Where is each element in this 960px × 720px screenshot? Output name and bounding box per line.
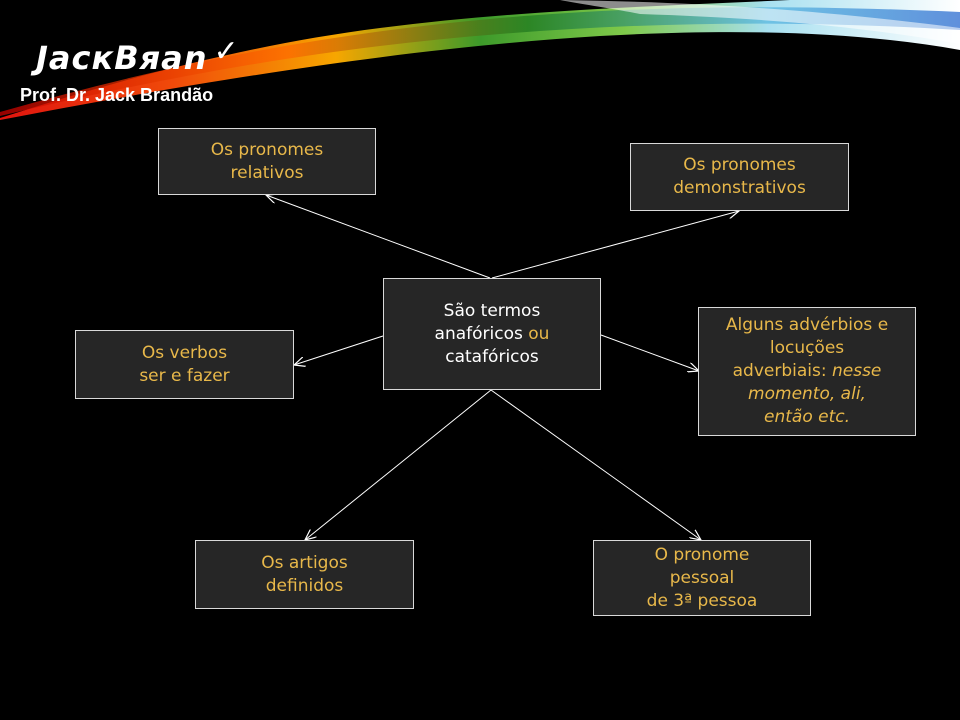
center-node-line2-conj: ou [522, 323, 550, 344]
node-adverbios-line4: momento, ali, [748, 384, 866, 404]
node-artigos-definidos: Os artigos definidos [195, 540, 414, 609]
node-pessoal-line1: O pronome [654, 544, 750, 565]
center-node-line1: São termos [443, 300, 541, 321]
node-relativos-line2: relativos [230, 162, 304, 183]
node-artigos-line2: definidos [265, 575, 344, 596]
node-adverbios-line5: então etc. [764, 407, 850, 427]
node-adverbios-line3-a: adverbiais: [732, 361, 832, 381]
node-adverbios-line3: adverbiais: nesse [733, 360, 882, 383]
node-adverbios-line3-b: nesse [831, 361, 882, 381]
node-pessoal-line3: de 3ª pessoa [646, 590, 758, 611]
node-pronome-pessoal: O pronome pessoal de 3ª pessoa [593, 540, 811, 616]
node-relativos-line1: Os pronomes [210, 139, 324, 160]
node-demonstrativos-line2: demonstrativos [673, 178, 806, 198]
check-mark-icon: ✓ [213, 34, 240, 69]
header-swoosh-decoration [0, 0, 960, 120]
center-node-line2-term: anafóricos [434, 323, 523, 344]
connector-to-relativos [266, 195, 491, 279]
brand-logo: JacкBяan✓ [36, 34, 240, 77]
center-node-line3: catafóricos [445, 346, 539, 367]
node-adverbios-line2: locuções [769, 338, 845, 358]
connector-to-pessoal [490, 389, 701, 540]
node-demonstrativos-line1: Os pronomes [683, 155, 796, 175]
node-verbos-line1: Os verbos [141, 342, 228, 363]
node-pronomes-demonstrativos: Os pronomes demonstrativos [630, 143, 849, 211]
connector-to-artigos [305, 389, 492, 540]
author-subtitle: Prof. Dr. Jack Brandão [20, 85, 214, 105]
connector-to-demonstrativos [491, 211, 739, 279]
center-node-line2: anafóricos ou [435, 323, 550, 346]
connector-to-verbos [294, 335, 384, 365]
node-verbos: Os verbos ser e fazer [75, 330, 294, 399]
brand-logo-text: JacкBяan [36, 39, 208, 77]
node-pronomes-relativos: Os pronomes relativos [158, 128, 376, 195]
node-adverbios: Alguns advérbios e locuções adverbiais: … [698, 307, 916, 436]
center-node: São termos anafóricos ou catafóricos [383, 278, 601, 390]
connector-to-adverbios [600, 334, 699, 371]
node-pessoal-line2: pessoal [669, 567, 735, 588]
node-verbos-line2: ser e fazer [139, 365, 230, 386]
node-artigos-line1: Os artigos [261, 552, 348, 573]
node-adverbios-line1: Alguns advérbios e [725, 315, 889, 335]
